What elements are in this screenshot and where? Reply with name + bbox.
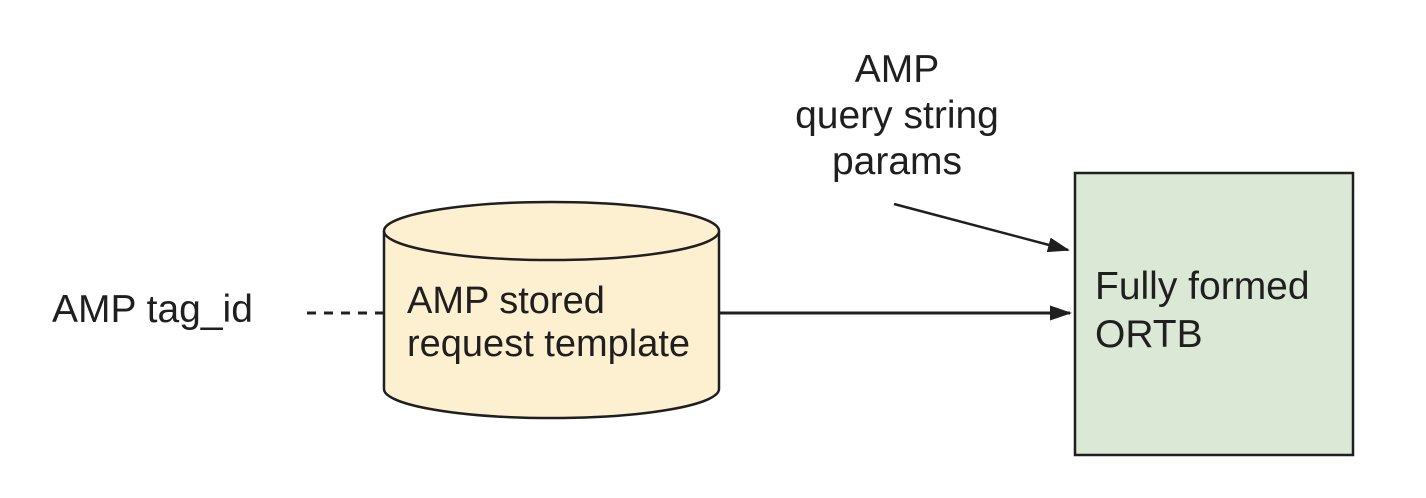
fully-formed-ortb-label: Fully formed ORTB [1095,263,1310,359]
amp-tag-id-label: AMP tag_id [52,287,253,333]
query-params-line-1: AMP [854,48,940,91]
ortb-label-line-2: ORTB [1095,313,1203,356]
cylinder-label-line-2: request template [407,323,691,365]
stored-request-database-cylinder-icon [382,200,721,420]
cylinder-label-line-1: AMP stored [407,280,605,322]
ortb-box [1073,171,1355,457]
cylinder-body [382,231,721,420]
cylinder-top-ellipse [382,200,721,262]
amp-query-string-params-label: AMP query string params [777,47,1017,185]
amp-tag-id-text: AMP tag_id [52,288,253,331]
ortb-label-line-1: Fully formed [1095,265,1310,308]
query-params-line-3: params [831,140,963,183]
arrow-query-params-to-ortb [893,202,1070,253]
query-params-line-2: query string [795,94,999,137]
stored-request-template-label: AMP stored request template [407,280,690,366]
